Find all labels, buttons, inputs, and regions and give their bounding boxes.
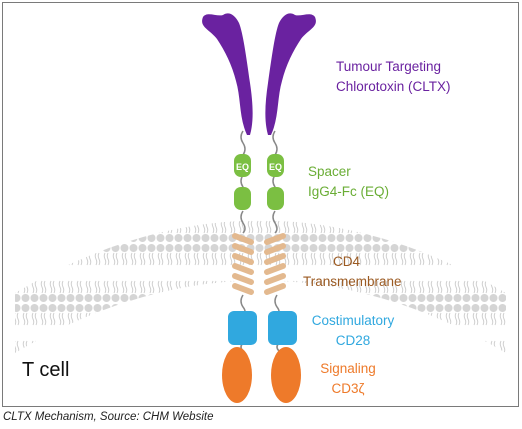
cltx-domain-left bbox=[202, 13, 253, 136]
cltx-label-line1: Tumour Targeting bbox=[336, 59, 442, 74]
signaling-label-line2: CD3ζ bbox=[331, 381, 365, 396]
signaling-label-line1: Signaling bbox=[320, 361, 376, 376]
spacer-label-line2: IgG4-Fc (EQ) bbox=[308, 184, 390, 199]
cltx-label-line2: Chlorotoxin (CLTX) bbox=[336, 79, 451, 94]
costimulatory-label-line2: CD28 bbox=[335, 333, 371, 348]
spacer-label-line1: Spacer bbox=[308, 164, 351, 179]
signaling-label: Signaling CD3ζ bbox=[313, 360, 383, 397]
spacer-label: Spacer IgG4-Fc (EQ) bbox=[308, 163, 389, 200]
signaling-domain-left bbox=[222, 347, 252, 403]
transmembrane-label-line2: Transmembrane bbox=[303, 274, 402, 289]
eq-label-right: EQ bbox=[269, 162, 282, 172]
eq-label-left: EQ bbox=[236, 162, 249, 172]
cltx-label: Tumour Targeting Chlorotoxin (CLTX) bbox=[336, 58, 451, 95]
transmembrane-helix-left bbox=[232, 233, 254, 295]
car-receptor-left bbox=[202, 13, 257, 403]
transmembrane-helix-right bbox=[264, 233, 286, 295]
costimulatory-label-line1: Costimulatory bbox=[311, 313, 395, 328]
cell-membrane bbox=[15, 220, 506, 353]
car-receptor-right bbox=[264, 13, 316, 403]
t-cell-label: T cell bbox=[22, 359, 70, 381]
transmembrane-label: CD4 Transmembrane bbox=[303, 253, 402, 290]
spacer-fc-domain-left bbox=[234, 187, 251, 210]
spacer-eq-domain-left bbox=[234, 154, 251, 177]
transmembrane-label-line1: CD4 bbox=[333, 254, 361, 269]
costimulatory-label: Costimulatory CD28 bbox=[303, 312, 403, 349]
figure-caption: CLTX Mechanism, Source: CHM Website bbox=[3, 411, 214, 423]
signaling-domain-right bbox=[271, 347, 301, 403]
costimulatory-domain-left bbox=[228, 311, 257, 345]
spacer-fc-domain-right bbox=[267, 187, 284, 210]
cltx-domain-right bbox=[265, 13, 316, 136]
spacer-eq-domain-right bbox=[267, 154, 284, 177]
car-t-diagram: EQ EQ bbox=[15, 13, 506, 403]
figure-frame: EQ EQ Tumour Targeting Chlorotoxin (CLTX… bbox=[2, 2, 519, 407]
costimulatory-domain-right bbox=[268, 311, 297, 345]
